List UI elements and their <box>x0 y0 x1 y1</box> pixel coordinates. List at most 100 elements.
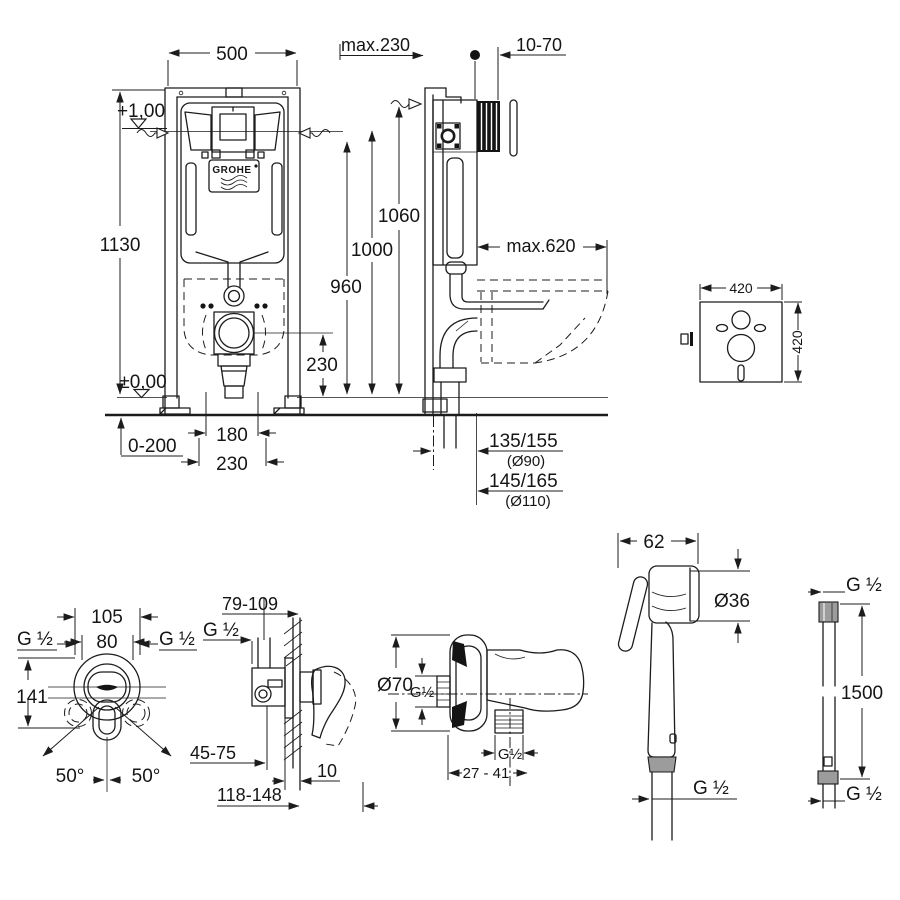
water-supply-arrow-right-icon <box>297 127 331 139</box>
flush-pipe-joint <box>223 285 245 307</box>
flush-plate <box>509 99 518 157</box>
fixing-bolt <box>200 303 206 309</box>
dim-bottom-spacing-230: 230 <box>181 438 284 475</box>
dim-width-500: 500 <box>167 44 298 86</box>
dim-10-70-label: 10-70 <box>516 35 562 55</box>
lever-mouth <box>96 684 118 691</box>
level-triangle-icon <box>132 388 151 399</box>
dim-960-label: 960 <box>330 277 362 298</box>
dim-o36-label: Ø36 <box>714 591 750 612</box>
hand-shower-view: 62 Ø36 G ½ <box>617 532 750 841</box>
escutcheon-inner <box>83 663 131 711</box>
mixer-front-view: 105 80 G ½ G ½ 141 <box>16 607 197 792</box>
dim-10: 10 <box>272 718 340 790</box>
g-half-hand-shower-label: G ½ <box>693 778 729 799</box>
dim-o70: Ø70 <box>377 634 450 732</box>
inlet-stub <box>436 675 451 708</box>
wall-fixing-bracket <box>435 122 461 150</box>
dim-118-148-label: 118-148 <box>217 785 282 805</box>
dim-230-outlet-label: 230 <box>306 355 338 376</box>
dim-plate-width: 420 <box>699 280 783 300</box>
cistern-side <box>432 99 478 266</box>
dim-g-hose-bottom: G ½ <box>808 784 882 805</box>
dim-o70-label: Ø70 <box>377 675 413 696</box>
shower-hose-view: G ½ 1500 G ½ <box>808 575 883 809</box>
dim-105-label: 105 <box>91 607 123 628</box>
dim-45-75-label: 45-75 <box>190 743 236 763</box>
dim-145-165-label: 145/165 <box>489 471 558 492</box>
level-mark-plus-100: +1,00 <box>117 101 167 129</box>
side-foot <box>422 398 448 413</box>
dim-g-inlet: G½ <box>410 658 437 725</box>
cartridge <box>312 669 322 705</box>
plate-slot-left <box>715 323 729 333</box>
escutcheon-outer <box>73 653 141 721</box>
plate-slot-right <box>753 323 767 333</box>
g-half-inlet-label: G½ <box>410 684 435 701</box>
flange-section-top <box>452 641 467 667</box>
dim-27-41-label: 27 - 41 <box>463 765 510 782</box>
installation-frame-side-view: max.230 10-70 1060 1000 960 <box>330 35 609 510</box>
mixer-side-view: 79-109 G ½ 45-75 10 118-148 <box>190 594 378 812</box>
dim-floor-adjust: 0-200 <box>117 417 183 457</box>
dim-1000-label: 1000 <box>351 240 393 261</box>
installation-frame-front-view: GROHE <box>100 44 608 475</box>
dim-o90-label: (Ø90) <box>507 453 545 470</box>
drain-elbow <box>439 317 478 369</box>
dim-drain-110: 145/165 (Ø110) <box>477 471 563 510</box>
dim-500-label: 500 <box>216 44 248 65</box>
angle-right-label: 50° <box>132 766 161 787</box>
level-triangle-icon <box>129 118 148 129</box>
dim-g-outlet: G½ <box>481 735 538 763</box>
plate-hole-top <box>731 310 751 330</box>
dim-141-label: 141 <box>16 687 48 708</box>
hose-nut-top <box>818 601 839 623</box>
dim-height-1060: 1060 <box>378 106 420 395</box>
sound-insulation-plate: 420 420 <box>680 280 805 383</box>
wave-icon <box>220 175 248 181</box>
shower-head <box>648 565 700 624</box>
dim-g-hose-top: G ½ <box>808 575 882 596</box>
dim-45-75: 45-75 <box>190 706 268 770</box>
level-plus-label: +1,00 <box>117 101 165 122</box>
g-half-right-label: G ½ <box>159 629 195 650</box>
dim-max230-label: max.230 <box>341 35 410 55</box>
plate-outline <box>699 301 783 383</box>
dim-10-label: 10 <box>317 761 337 781</box>
dim-1060-label: 1060 <box>378 206 420 227</box>
dim-79-109: 79-109 <box>222 594 299 640</box>
lever-cap <box>87 671 127 703</box>
dim-o36: Ø36 <box>690 549 750 643</box>
adjustable-foot-right <box>273 395 305 415</box>
dim-front-clearance: max.230 <box>339 35 424 60</box>
toilet-bowl-dashed-side <box>477 279 609 364</box>
dim-outlet-height-230: 230 <box>254 332 338 397</box>
dim-1500-label: 1500 <box>841 683 883 704</box>
plate-slot-bottom <box>737 364 745 382</box>
dim-plate-height: 420 <box>784 301 805 383</box>
dim-angles: 50° 50° <box>42 706 172 792</box>
dim-27-41: 27 - 41 <box>447 735 528 782</box>
dim-height-1000: 1000 <box>351 130 393 395</box>
wall-holder-view: Ø70 G½ G½ 27 - 41 <box>377 634 588 786</box>
flange-section-bottom <box>452 701 467 728</box>
level-mark-zero: ±0,00 <box>119 372 167 399</box>
dim-62-label: 62 <box>643 532 664 553</box>
water-supply-arrow-side-icon <box>390 98 423 110</box>
angle-left-label: 50° <box>56 766 85 787</box>
lever-side <box>310 665 346 739</box>
g-half-hose-top-label: G ½ <box>846 575 882 596</box>
dim-depth-max620: max.620 <box>477 236 608 294</box>
hose-nut-bottom <box>817 770 839 785</box>
top-fixing-notch <box>225 87 243 98</box>
reference-dot-icon <box>470 50 480 60</box>
dim-0-200-label: 0-200 <box>128 436 177 457</box>
dim-180-label: 180 <box>216 425 248 446</box>
dim-230-bottom-label: 230 <box>216 454 248 475</box>
dim-420-width-label: 420 <box>729 280 753 296</box>
g-half-outlet-label: G½ <box>498 746 523 763</box>
dim-g-left: G ½ <box>17 629 77 651</box>
outlet-stub <box>494 709 524 734</box>
